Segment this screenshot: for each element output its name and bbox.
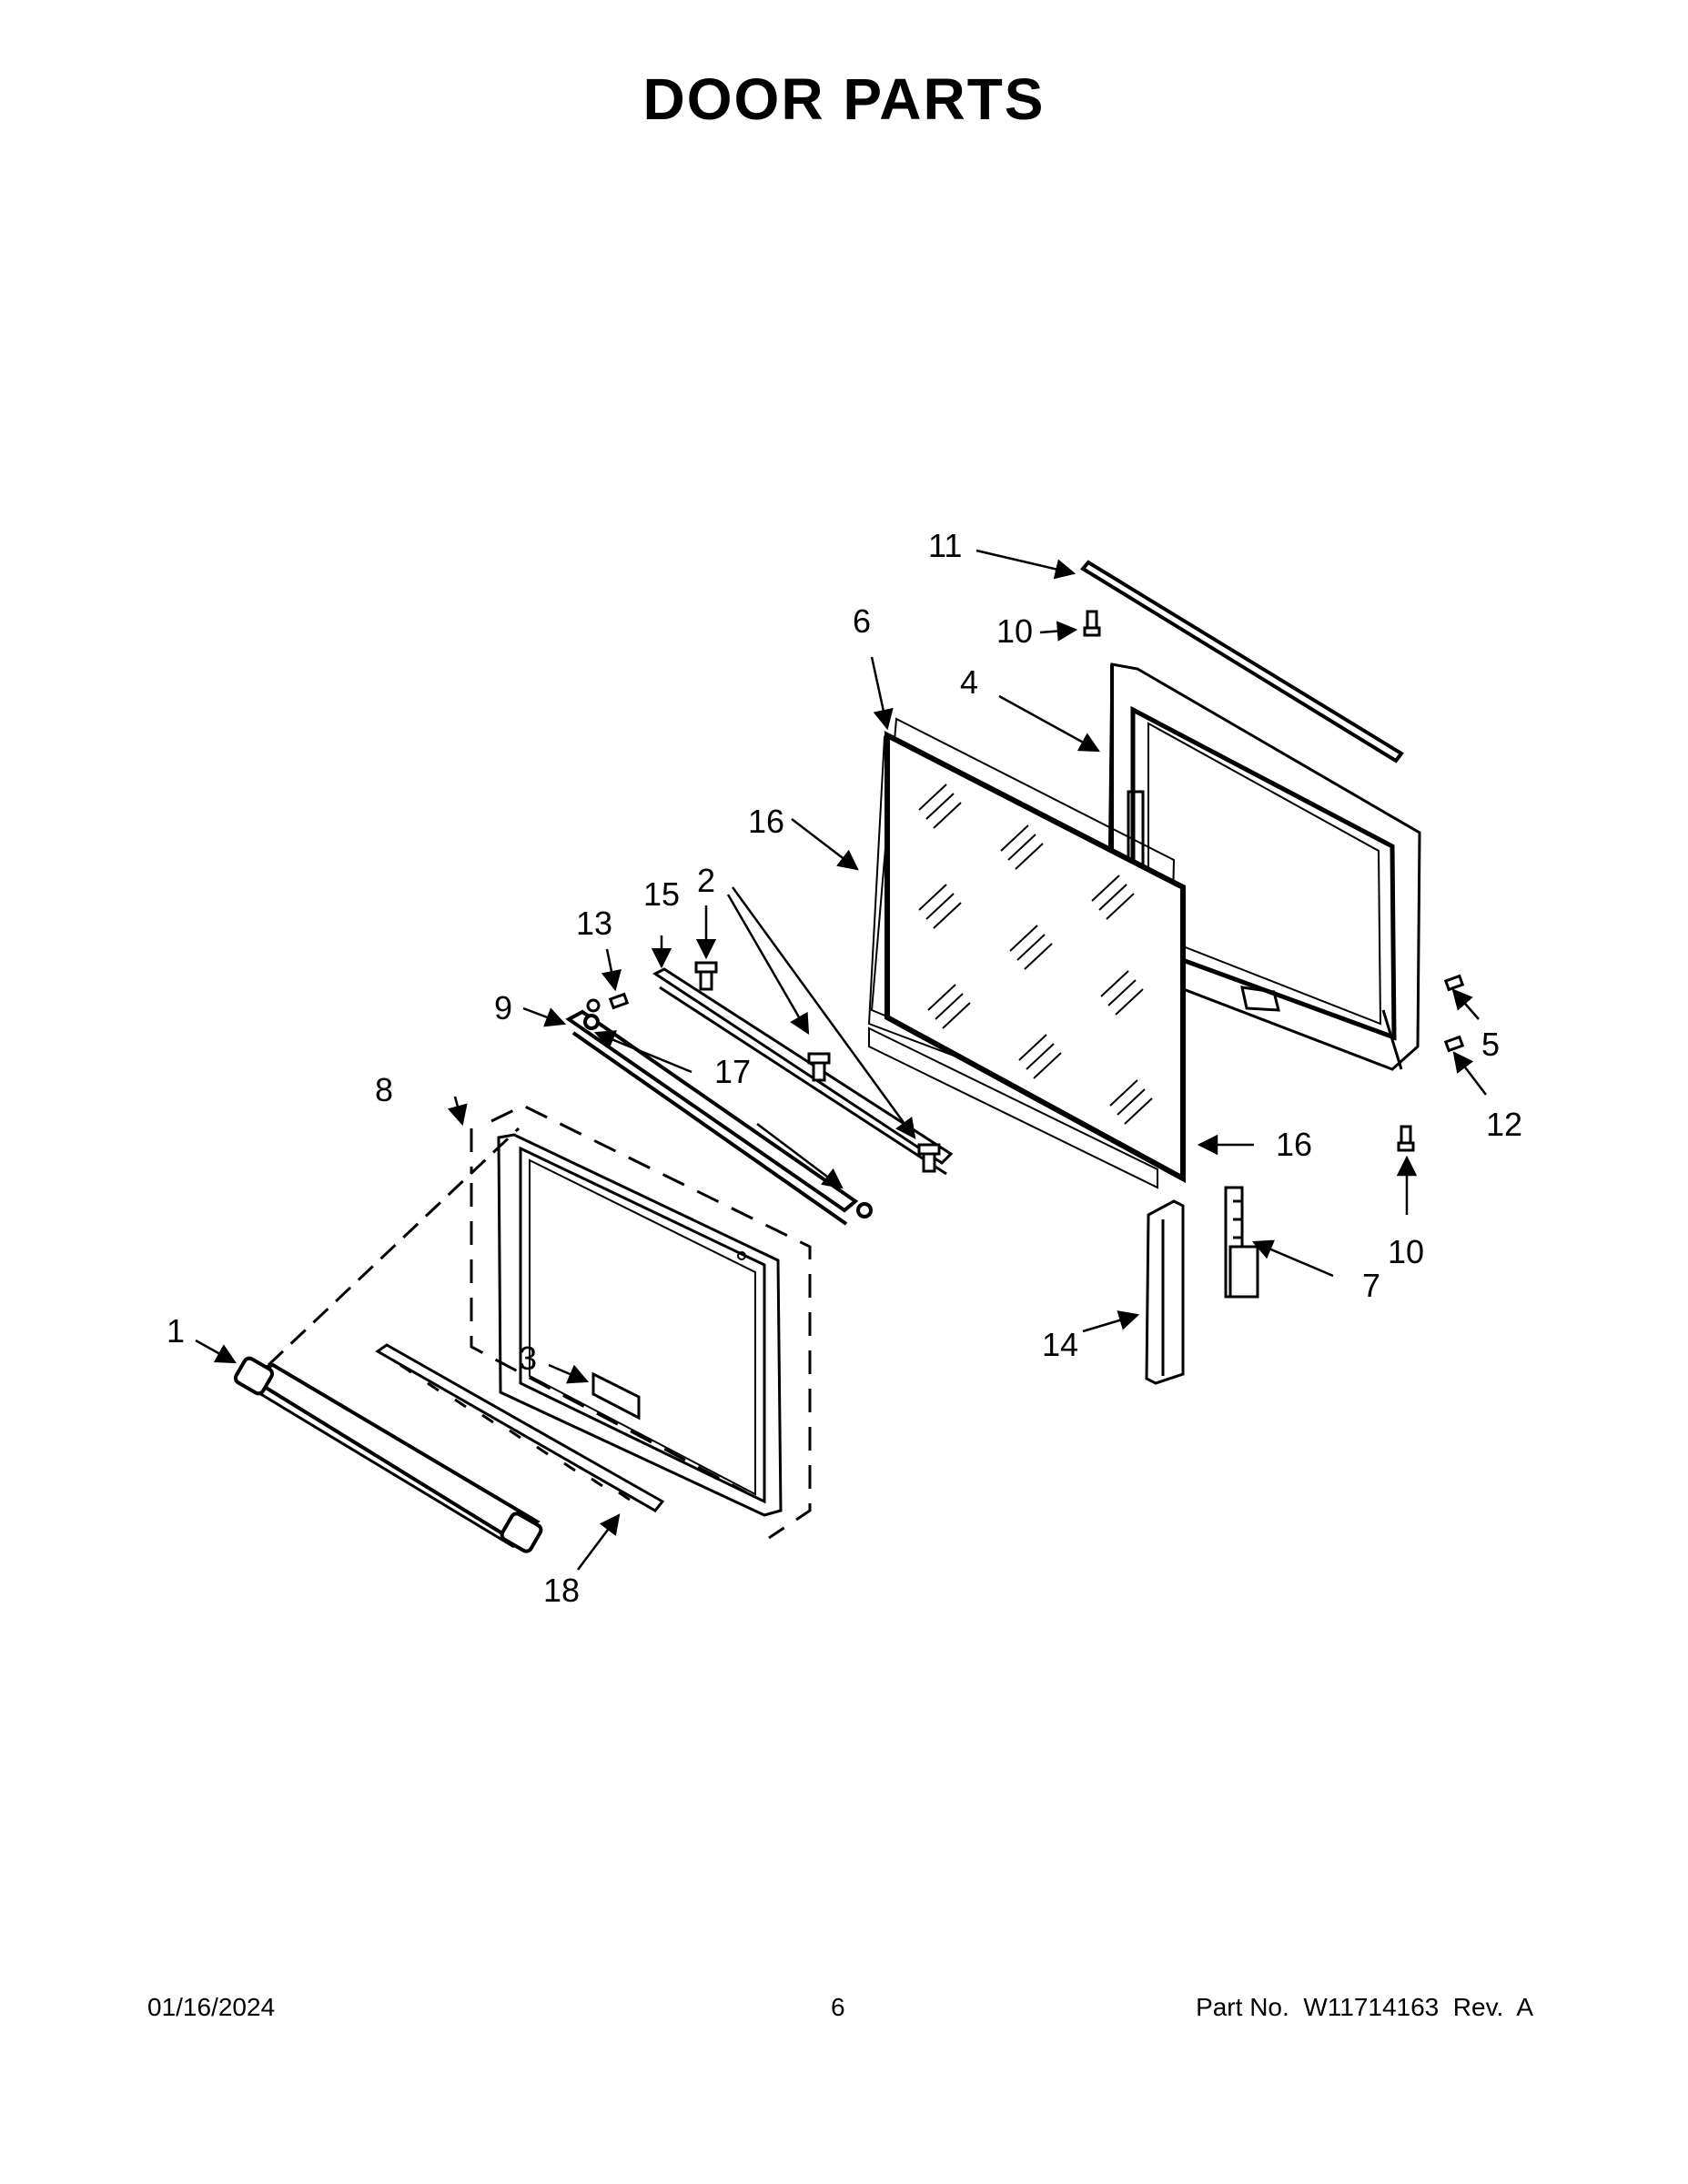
screw-12	[1443, 1035, 1465, 1053]
callout-10-top: 10	[996, 612, 1033, 650]
door-gasket-strip	[1079, 560, 1404, 763]
screw-10-bottom	[1397, 1125, 1415, 1152]
top-trim	[652, 967, 954, 1176]
callout-1: 1	[167, 1312, 185, 1350]
callout-18: 18	[543, 1572, 580, 1609]
callout-16-right: 16	[1276, 1126, 1312, 1163]
door-hinge	[1224, 1186, 1259, 1299]
door-glass	[867, 717, 1186, 1189]
callout-labels: 1 2 3 4 5 6 7 8 9 10 10 11 12 13 14 15 1…	[167, 527, 1522, 1609]
screw-2b	[807, 1052, 831, 1082]
callout-11: 11	[928, 527, 962, 564]
footer-page-number: 6	[831, 1993, 845, 2021]
screws	[586, 610, 1465, 1173]
page-title: DOOR PARTS	[642, 66, 1046, 132]
callout-14: 14	[1042, 1326, 1078, 1363]
callout-12: 12	[1486, 1106, 1522, 1143]
callout-7: 7	[1362, 1267, 1380, 1304]
glass-retainer	[565, 1009, 873, 1226]
callout-8: 8	[375, 1071, 393, 1108]
door-handle	[233, 1127, 543, 1553]
screw-2a	[694, 961, 718, 991]
screw-10-top	[1083, 610, 1101, 637]
callout-9: 9	[494, 989, 512, 1026]
footer-date: 01/16/2024	[147, 1993, 276, 2021]
callout-13: 13	[576, 905, 612, 942]
callout-3: 3	[519, 1340, 537, 1377]
callout-15: 15	[643, 875, 680, 913]
screw-5	[1443, 974, 1465, 992]
callout-10-bottom: 10	[1388, 1233, 1424, 1270]
callout-2: 2	[697, 862, 715, 899]
outer-door-panel	[470, 1104, 812, 1540]
callout-17: 17	[714, 1053, 751, 1090]
callout-4: 4	[960, 663, 978, 701]
vent-bracket	[375, 1343, 665, 1512]
callout-6: 6	[853, 602, 871, 640]
callout-16-left: 16	[748, 803, 784, 840]
leader-lines	[195, 549, 1487, 1571]
screw-13	[586, 992, 630, 1013]
screw-2c	[917, 1143, 941, 1173]
callout-5: 5	[1481, 1026, 1500, 1063]
door-side-trim	[1145, 1199, 1185, 1385]
footer-part-number: Part No. W11714163 Rev. A	[1196, 1993, 1533, 2021]
